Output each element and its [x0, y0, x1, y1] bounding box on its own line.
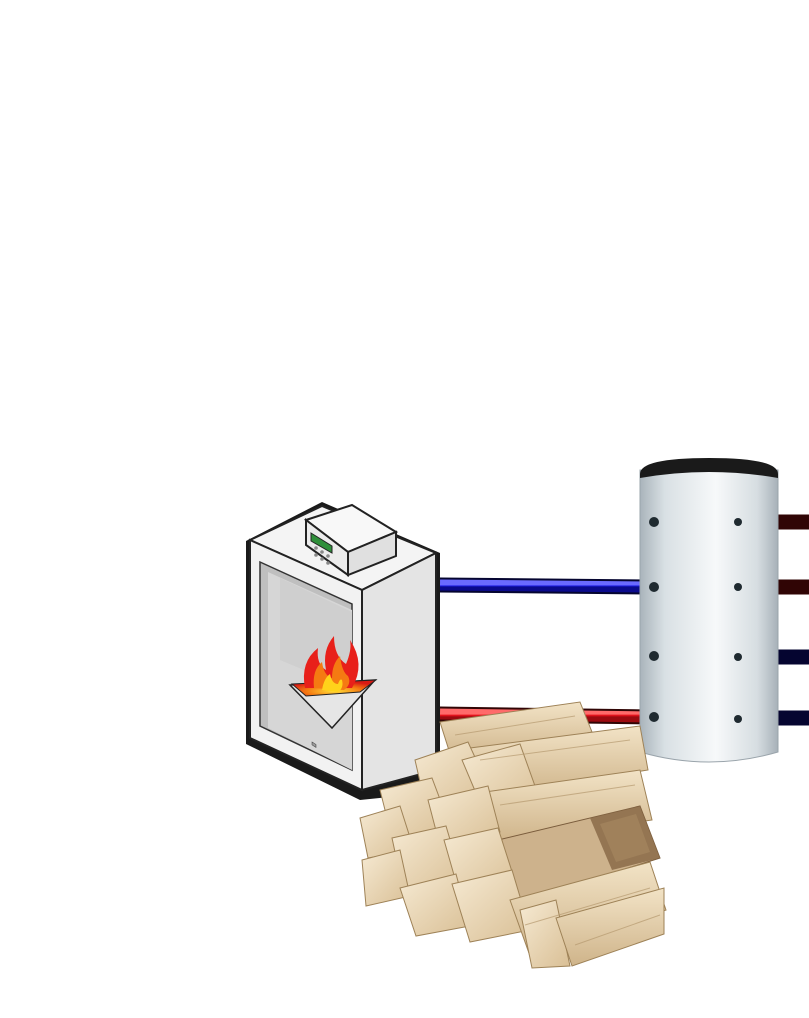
boiler-display — [310, 532, 333, 554]
log — [555, 887, 665, 967]
firewood-stack — [359, 701, 667, 969]
buffer-tank — [639, 458, 779, 763]
boiler-side — [361, 551, 437, 792]
flame-icon — [303, 636, 359, 692]
boiler-control-panel — [303, 503, 399, 748]
log — [519, 899, 571, 969]
tank-lid — [640, 458, 778, 478]
tank-ports — [649, 517, 742, 723]
tank-body — [639, 469, 779, 763]
boiler — [246, 502, 440, 800]
